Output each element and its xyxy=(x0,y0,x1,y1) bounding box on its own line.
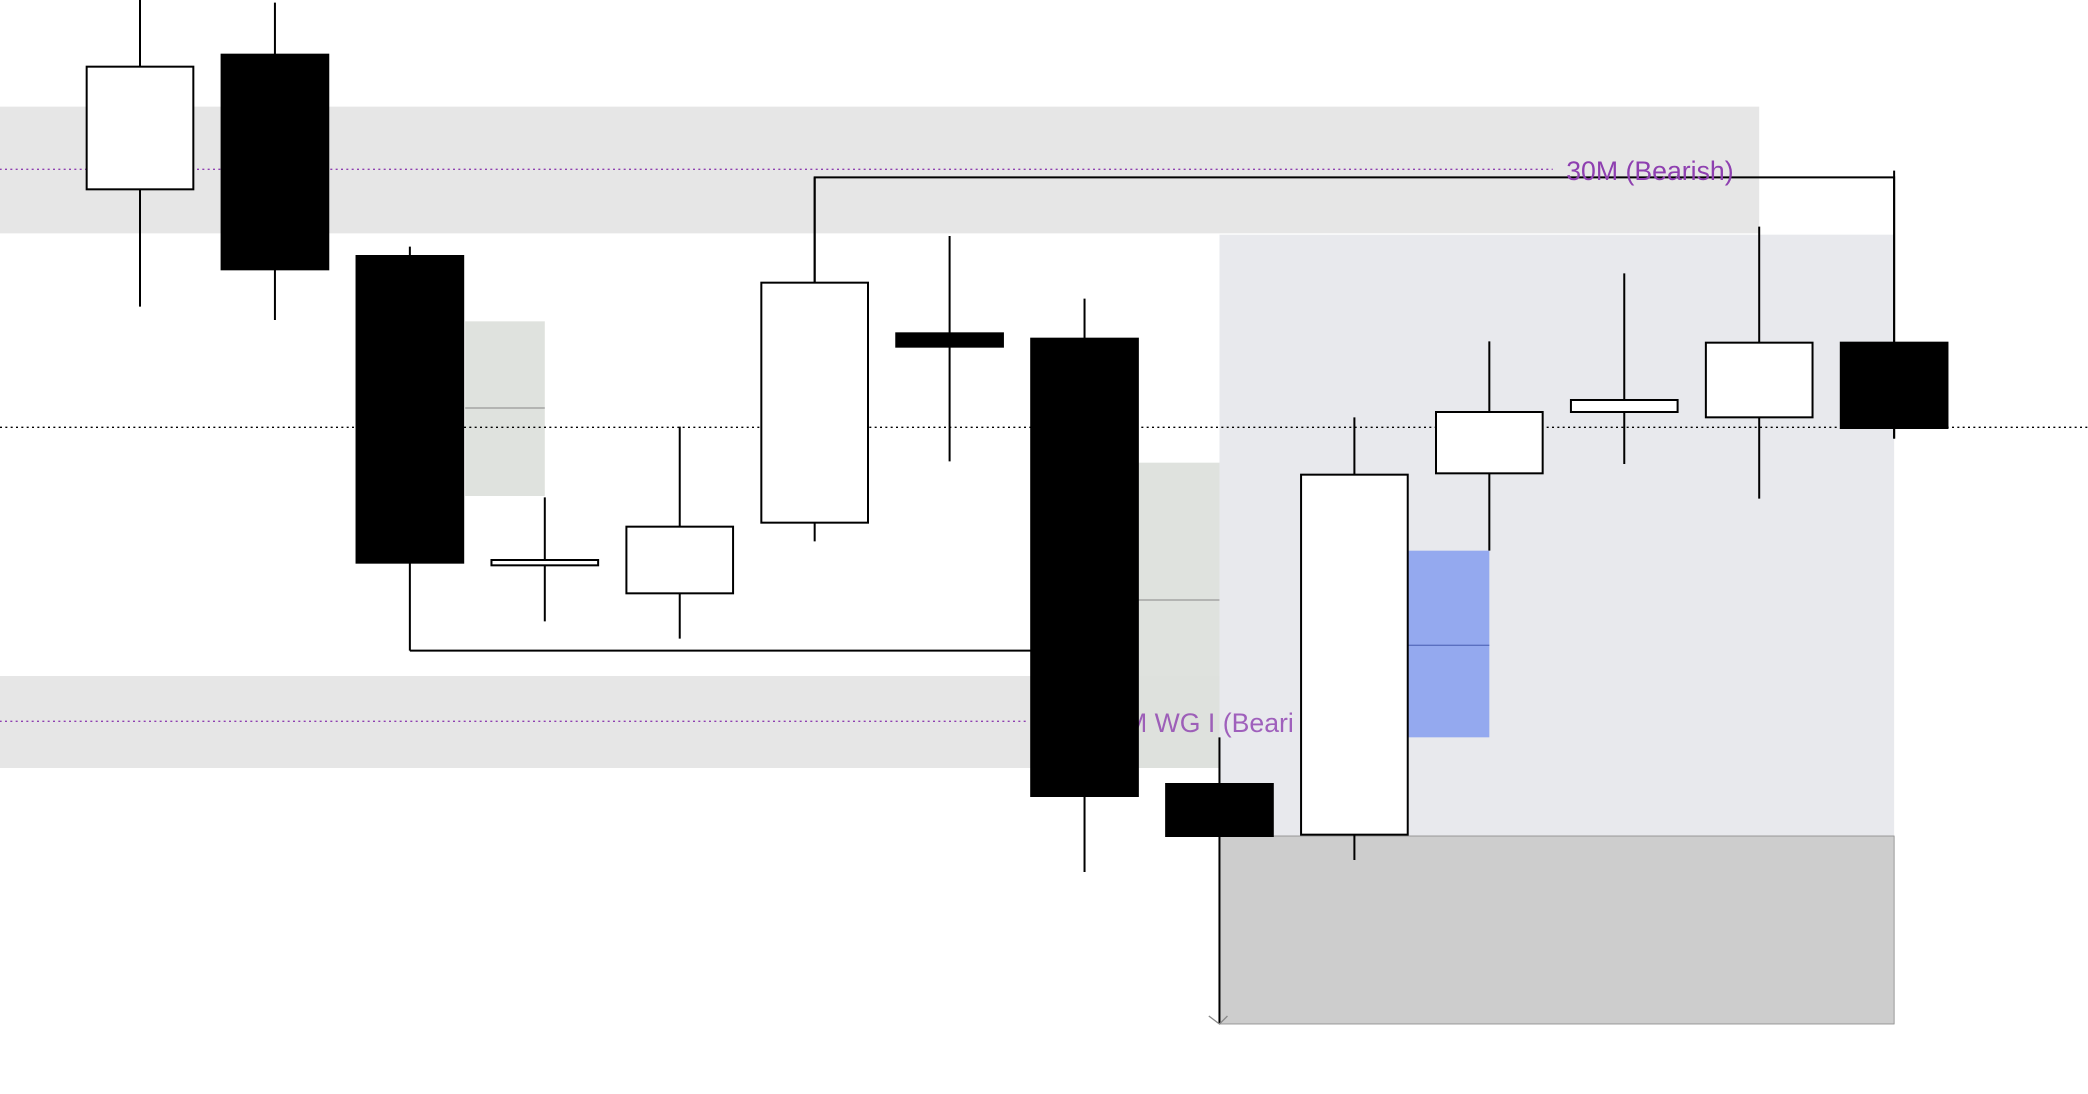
arrow-icon xyxy=(1208,1015,1228,1025)
band-label: M WG I (Beari xyxy=(1125,708,1294,738)
candle xyxy=(1569,273,1679,464)
candle-body xyxy=(1704,341,1814,419)
candle xyxy=(760,177,869,542)
candle xyxy=(490,497,600,622)
candle-body xyxy=(490,559,600,567)
candle xyxy=(220,2,330,320)
candle xyxy=(625,426,735,639)
candle xyxy=(1704,226,1814,499)
candle-body xyxy=(1435,410,1544,475)
candle-body xyxy=(355,255,465,564)
fair-value-gap xyxy=(1408,550,1490,738)
candle-body xyxy=(1165,783,1274,837)
band-label: 30M (Bearish) xyxy=(1566,156,1733,186)
candle-body xyxy=(1569,399,1679,413)
candle-body xyxy=(85,65,195,191)
candle-body xyxy=(625,525,735,595)
candle xyxy=(895,236,1004,462)
candle xyxy=(355,246,465,651)
candle xyxy=(85,0,195,307)
candle-body xyxy=(760,281,869,524)
candle xyxy=(1030,298,1139,872)
candle xyxy=(1435,341,1544,551)
candle-body xyxy=(1300,473,1409,836)
candle-body xyxy=(1030,337,1139,797)
candle xyxy=(1300,417,1409,860)
candle-body xyxy=(220,53,330,271)
candle-body xyxy=(895,332,1004,348)
candle xyxy=(1839,170,1949,439)
range-zone xyxy=(1219,835,1895,1025)
candle-body xyxy=(1839,341,1949,429)
fair-value-gap xyxy=(1138,462,1220,768)
candle xyxy=(1165,737,1274,1024)
